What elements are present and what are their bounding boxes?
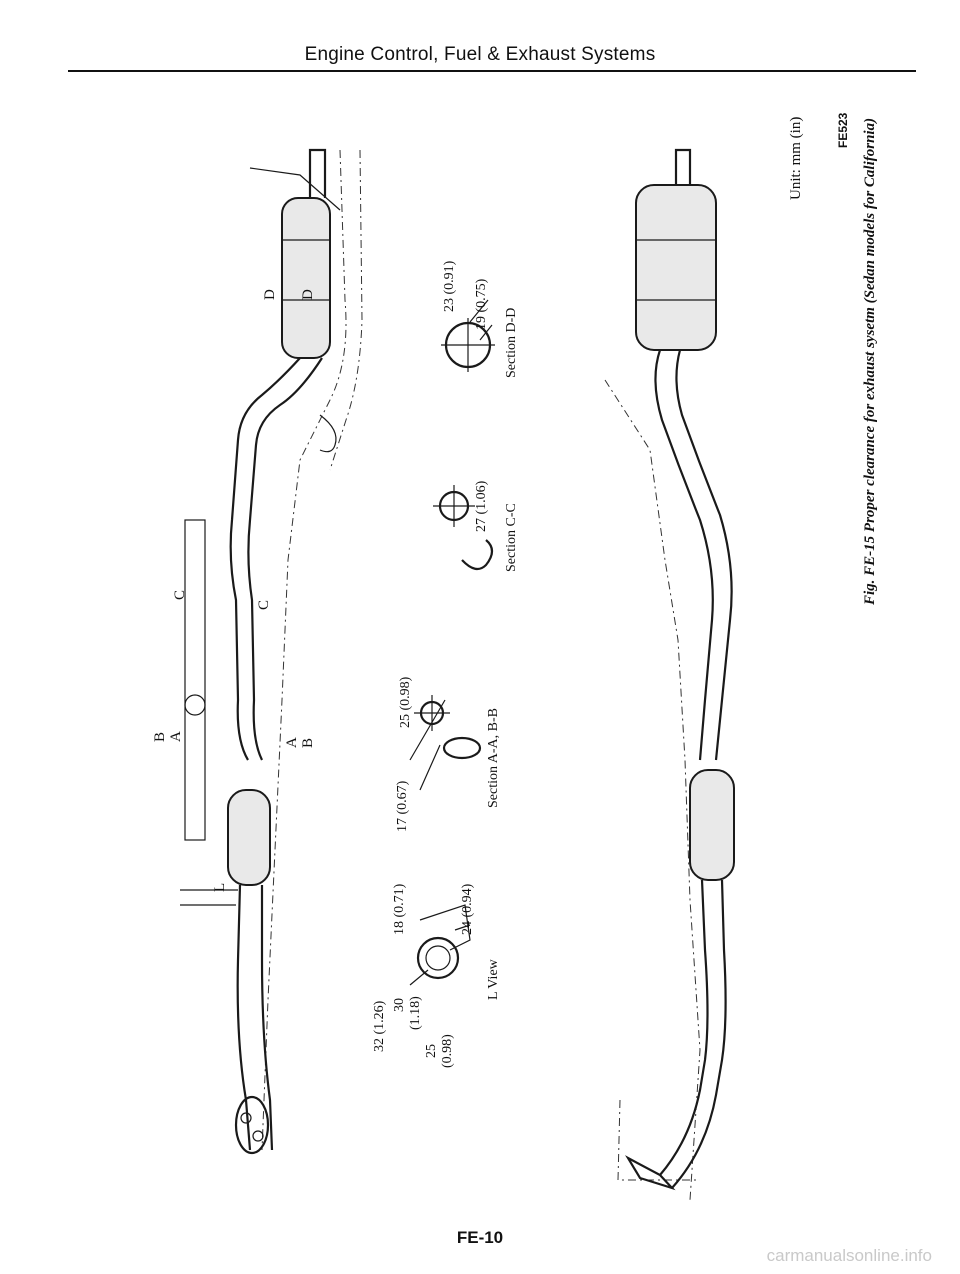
manifold-flange (234, 1095, 270, 1155)
floor-outline (604, 379, 701, 1201)
muffler-side-icon (635, 184, 717, 351)
section-ab-dim-25: 25 (0.98) (398, 676, 413, 728)
section-ab-detail (409, 695, 482, 791)
section-marker-d: D (262, 289, 278, 300)
body-outline-line-2 (329, 149, 363, 471)
section-dd-title: Section D-D (504, 307, 519, 378)
section-marker-l: L (212, 882, 228, 892)
section-dd-dim-19: 19 (0.75) (474, 278, 489, 330)
front-pipe-2 (260, 885, 274, 1151)
pipe-segment-rear (247, 357, 323, 761)
section-ab-title: Section A-A, B-B (486, 708, 501, 808)
pipe-segment-front (229, 357, 301, 761)
manifold-flange-side (625, 1155, 676, 1191)
body-outline-line (261, 149, 347, 1151)
section-ab-mount (442, 736, 482, 760)
tail-pipe (308, 148, 327, 198)
catalytic-converter-icon (227, 789, 271, 886)
hanger-bracket (249, 167, 341, 211)
l-view-dim-25: 25 (424, 1044, 439, 1058)
l-view-title: L View (486, 959, 501, 1000)
l-view-detail (409, 904, 471, 986)
flange-bolt (240, 1112, 252, 1124)
front-pipe-side (659, 879, 709, 1176)
section-marker-a-2: A (284, 737, 300, 748)
section-dd-dim-23: 23 (0.91) (442, 260, 457, 312)
flange-bolt (252, 1130, 264, 1142)
section-marker-b-2: B (300, 737, 316, 748)
section-marker-c-2: C (256, 599, 272, 610)
l-view-dim-098: (0.98) (440, 1034, 455, 1068)
header-rule (68, 70, 916, 72)
page-title: Engine Control, Fuel & Exhaust Systems (304, 44, 656, 65)
l-view-pipe (416, 936, 460, 980)
section-ab-leader (409, 699, 446, 791)
section-cc-title: Section C-C (504, 503, 519, 572)
front-pipe-side-2 (671, 879, 727, 1189)
l-view-dim-18: 18 (0.71) (392, 883, 407, 935)
l-view-dim-32: 32 (1.26) (372, 1000, 387, 1052)
propeller-shaft (184, 519, 206, 841)
pipe-side-segment (654, 349, 714, 761)
section-cc-detail (433, 485, 494, 571)
section-marker-a: A (168, 731, 184, 742)
section-marker-c: C (172, 589, 188, 600)
watermark: carmanualsonline.info (766, 1246, 932, 1265)
crossmember (319, 414, 337, 453)
section-ab-dim-17: 17 (0.67) (395, 780, 410, 832)
page-number: FE-10 (456, 1228, 504, 1247)
muffler-icon (281, 197, 331, 359)
catalytic-converter-side-icon (689, 769, 735, 881)
figure-caption: Fig. FE-15 Proper clearance for exhaust … (862, 117, 878, 605)
figure-code: FE523 (836, 112, 850, 148)
l-view-leader (409, 924, 471, 986)
pipe-side-segment-2 (675, 349, 733, 761)
section-dd-leader (469, 299, 493, 341)
tail-pipe-side (674, 148, 692, 185)
L-view-frame (180, 889, 238, 906)
section-dd-detail (441, 299, 495, 372)
l-view-dim-30: 30 (392, 998, 407, 1012)
exhaust-pipe-side-view (604, 148, 735, 1201)
unit-label: Unit: mm (in) (788, 116, 804, 200)
section-marker-b: B (152, 731, 168, 742)
l-view-dim-118: (1.18) (408, 996, 423, 1030)
section-cc-bracket (461, 539, 494, 571)
l-view-dim-24: 24 (0.94) (460, 883, 475, 935)
exhaust-pipe-top-view (180, 148, 363, 1155)
universal-joint (184, 694, 206, 716)
section-cc-dim-27: 27 (1.06) (474, 480, 489, 532)
l-view-pipe-inner (425, 945, 451, 971)
front-pipe (236, 884, 252, 1151)
section-marker-d-2: D (300, 289, 316, 300)
l-view-bracket (419, 904, 471, 951)
